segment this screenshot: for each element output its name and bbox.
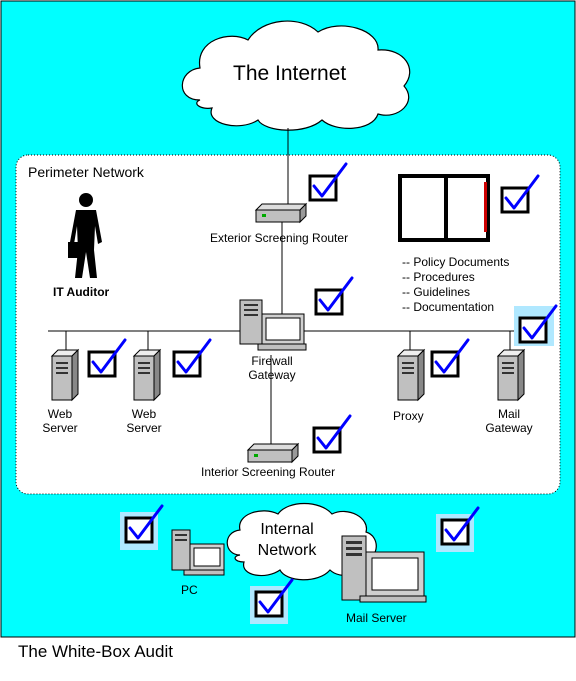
- checkmark-icon: [258, 578, 294, 614]
- policy-binder-icon: [398, 174, 490, 242]
- pc-label: PC: [181, 583, 198, 597]
- checkmark-icon: [504, 174, 540, 210]
- internal-network-line2: Network: [257, 542, 317, 559]
- internal-network-line1: Internal: [260, 521, 314, 538]
- firewall-label: Firewall Gateway: [240, 354, 304, 382]
- firewall-gateway-icon: [239, 299, 307, 351]
- web-server-1-label: Web Server: [38, 407, 82, 435]
- binder-note-4: -- Documentation: [402, 300, 495, 314]
- mail-gateway-label-line2: Gateway: [485, 421, 533, 435]
- pc-icon: [171, 529, 225, 576]
- web-server-2-label-line2: Server: [126, 421, 162, 435]
- perimeter-network-label: Perimeter Network: [28, 164, 144, 180]
- checkmark-icon: [128, 504, 164, 540]
- binder-note-1: -- Policy Documents: [402, 255, 510, 269]
- internal-network-label: Internal Network: [248, 519, 326, 561]
- web-server-1-icon: [50, 348, 80, 402]
- interior-router-icon: [246, 442, 300, 464]
- figure-caption: The White-Box Audit: [18, 642, 173, 661]
- web-server-2-icon: [132, 348, 162, 402]
- binder-notes: -- Policy Documents -- Procedures -- Gui…: [402, 255, 509, 315]
- internet-cloud: [181, 20, 411, 131]
- checkmark-icon: [444, 506, 480, 542]
- checkmark-icon: [91, 338, 127, 374]
- binder-note-2: -- Procedures: [402, 270, 475, 284]
- it-auditor-label: IT Auditor: [53, 285, 110, 299]
- exterior-router-icon: [254, 202, 308, 224]
- web-server-2-label: Web Server: [122, 407, 166, 435]
- interior-router-label: Interior Screening Router: [201, 465, 336, 479]
- binder-note-3: -- Guidelines: [402, 285, 471, 299]
- firewall-label-line1: Firewall: [251, 354, 293, 368]
- mail-gateway-icon: [496, 348, 526, 402]
- internal-network-cloud: [226, 503, 377, 581]
- proxy-label: Proxy: [393, 409, 424, 423]
- checkmark-icon: [312, 162, 348, 198]
- web-server-1-label-line2: Server: [42, 421, 78, 435]
- checkmark-icon: [316, 414, 352, 450]
- web-server-2-label-line1: Web: [131, 407, 157, 421]
- checkmark-icon: [318, 276, 354, 312]
- web-server-1-label-line1: Web: [47, 407, 73, 421]
- checkmark-icon: [176, 338, 212, 374]
- checkmark-icon: [522, 304, 558, 340]
- proxy-server-icon: [396, 348, 426, 402]
- mail-gateway-label: Mail Gateway: [480, 407, 538, 435]
- firewall-label-line2: Gateway: [248, 368, 296, 382]
- exterior-router-label: Exterior Screening Router: [210, 231, 349, 245]
- mail-gateway-label-line1: Mail: [497, 407, 520, 421]
- internet-label: The Internet: [233, 62, 347, 85]
- audit-checkmarks: [87, 162, 558, 618]
- checkbox-internet-link: [308, 174, 338, 202]
- mail-server-label: Mail Server: [346, 611, 407, 625]
- checkmark-icon: [434, 338, 470, 374]
- auditor-figure-icon: [68, 193, 102, 278]
- mail-server-icon: [341, 535, 427, 603]
